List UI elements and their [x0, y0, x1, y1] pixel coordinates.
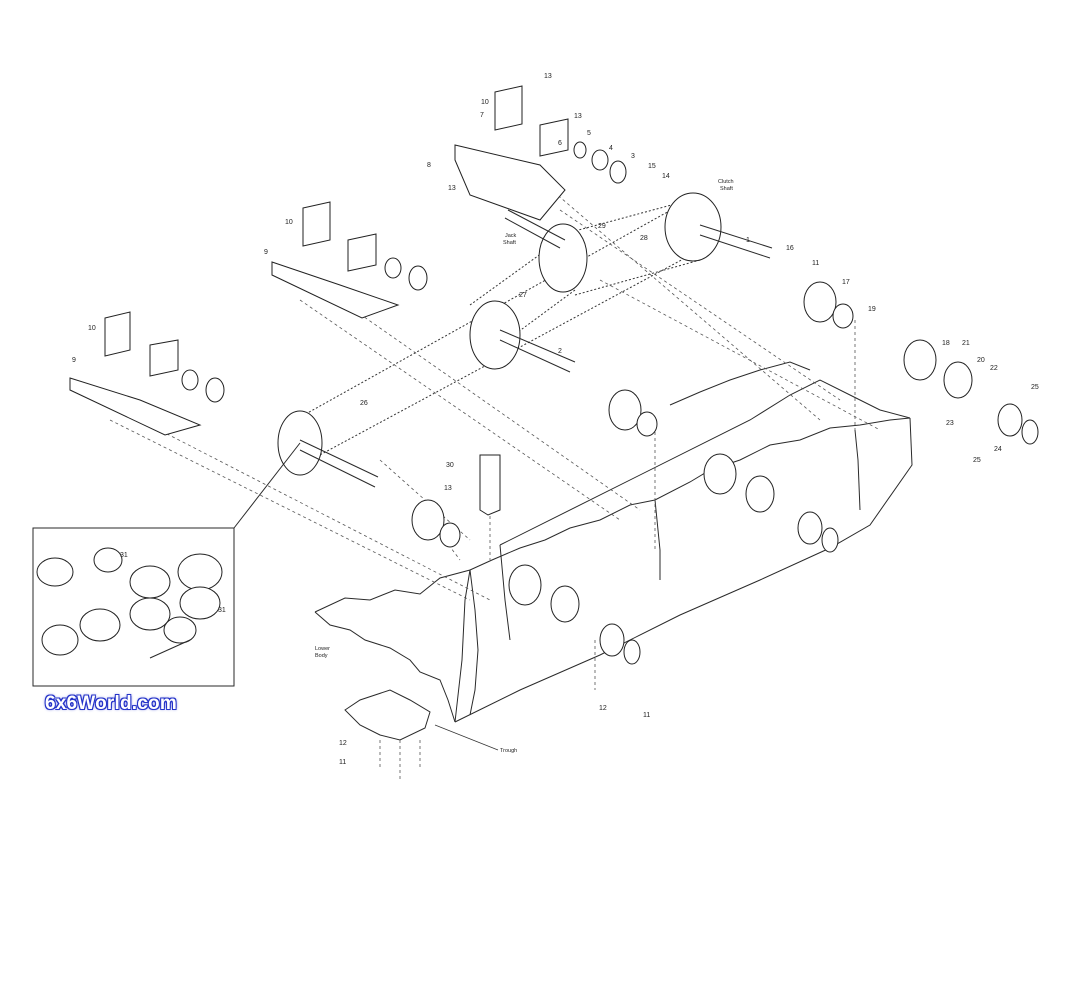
- callout-25a: 25: [1031, 384, 1039, 391]
- svg-text:Shaft: Shaft: [503, 240, 516, 246]
- callout-13a: 13: [544, 73, 552, 80]
- callout-26: 26: [360, 400, 368, 407]
- callout-31a: 31: [120, 552, 128, 559]
- callout-21: 21: [962, 340, 970, 347]
- callout-13b: 13: [574, 113, 582, 120]
- callout-23: 23: [946, 420, 954, 427]
- callout-11b: 11: [643, 712, 650, 719]
- callout-10c: 10: [88, 325, 96, 332]
- callout-13c: 13: [448, 185, 456, 192]
- callout-12a: 12: [599, 705, 607, 712]
- flange-bearings: [411, 281, 1039, 665]
- callout-15: 15: [648, 163, 656, 170]
- label-clutch-shaft-1: Clutch: [718, 179, 734, 185]
- label-jack-shaft-1: Jack: [505, 233, 517, 239]
- label-lower-body-1: Lower: [315, 646, 330, 652]
- callout-22: 22: [990, 365, 998, 372]
- bracket-30: [479, 454, 501, 516]
- middle-sprocket: [469, 300, 521, 370]
- svg-text:Jack: Jack: [505, 233, 517, 239]
- callout-1: 1: [746, 237, 750, 244]
- label-trough: Trough: [500, 748, 517, 754]
- jack-sprocket: [538, 223, 588, 293]
- callout-27: 27: [519, 292, 527, 299]
- callout-6: 6: [558, 140, 562, 147]
- callout-9b: 9: [72, 357, 76, 364]
- svg-text:Shaft: Shaft: [720, 186, 733, 192]
- callout-numbers: 1 2 3 4 5 6 7 8 9 9 10 10 10 11 11 11 12…: [72, 73, 1039, 766]
- bracket-assemblies: [69, 85, 627, 436]
- callout-5: 5: [587, 130, 591, 137]
- svg-text:Trough: Trough: [500, 748, 517, 754]
- callout-3: 3: [631, 153, 635, 160]
- sprockets: [277, 192, 722, 476]
- callout-16: 16: [786, 245, 794, 252]
- callout-4: 4: [609, 145, 613, 152]
- assembly-leader-lines: [109, 179, 881, 780]
- label-jack-shaft-2: Shaft: [503, 240, 516, 246]
- svg-text:Body: Body: [315, 653, 328, 659]
- callout-11a: 11: [812, 260, 819, 267]
- chain-detail-inset: [32, 442, 301, 687]
- site-watermark: 6x6World.com: [45, 693, 177, 714]
- callout-18: 18: [942, 340, 950, 347]
- callout-7: 7: [480, 112, 484, 119]
- callout-17: 17: [842, 279, 850, 286]
- shafts: [299, 209, 773, 488]
- callout-20: 20: [977, 357, 985, 364]
- callout-28: 28: [640, 235, 648, 242]
- callout-29: 29: [598, 223, 606, 230]
- callout-31b: 31: [218, 607, 226, 614]
- callout-25b: 25: [973, 457, 981, 464]
- callout-19: 19: [868, 306, 876, 313]
- text-labels: Clutch Shaft Jack Shaft Lower Body Troug…: [315, 179, 734, 754]
- callout-24: 24: [994, 446, 1002, 453]
- svg-text:Clutch: Clutch: [718, 179, 734, 185]
- callout-10a: 10: [481, 99, 489, 106]
- callout-9a: 9: [264, 249, 268, 256]
- label-lower-body-2: Body: [315, 653, 328, 659]
- callout-8: 8: [427, 162, 431, 169]
- callout-10b: 10: [285, 219, 293, 226]
- lower-body-hull: [314, 361, 913, 741]
- callout-30: 30: [446, 462, 454, 469]
- label-clutch-shaft-2: Shaft: [720, 186, 733, 192]
- svg-text:Lower: Lower: [315, 646, 330, 652]
- callout-2: 2: [558, 348, 562, 355]
- callout-11c: 11: [339, 759, 346, 766]
- callout-14: 14: [662, 173, 670, 180]
- clutch-sprocket: [664, 192, 722, 262]
- callout-12b: 12: [339, 740, 347, 747]
- callout-13d: 13: [444, 485, 452, 492]
